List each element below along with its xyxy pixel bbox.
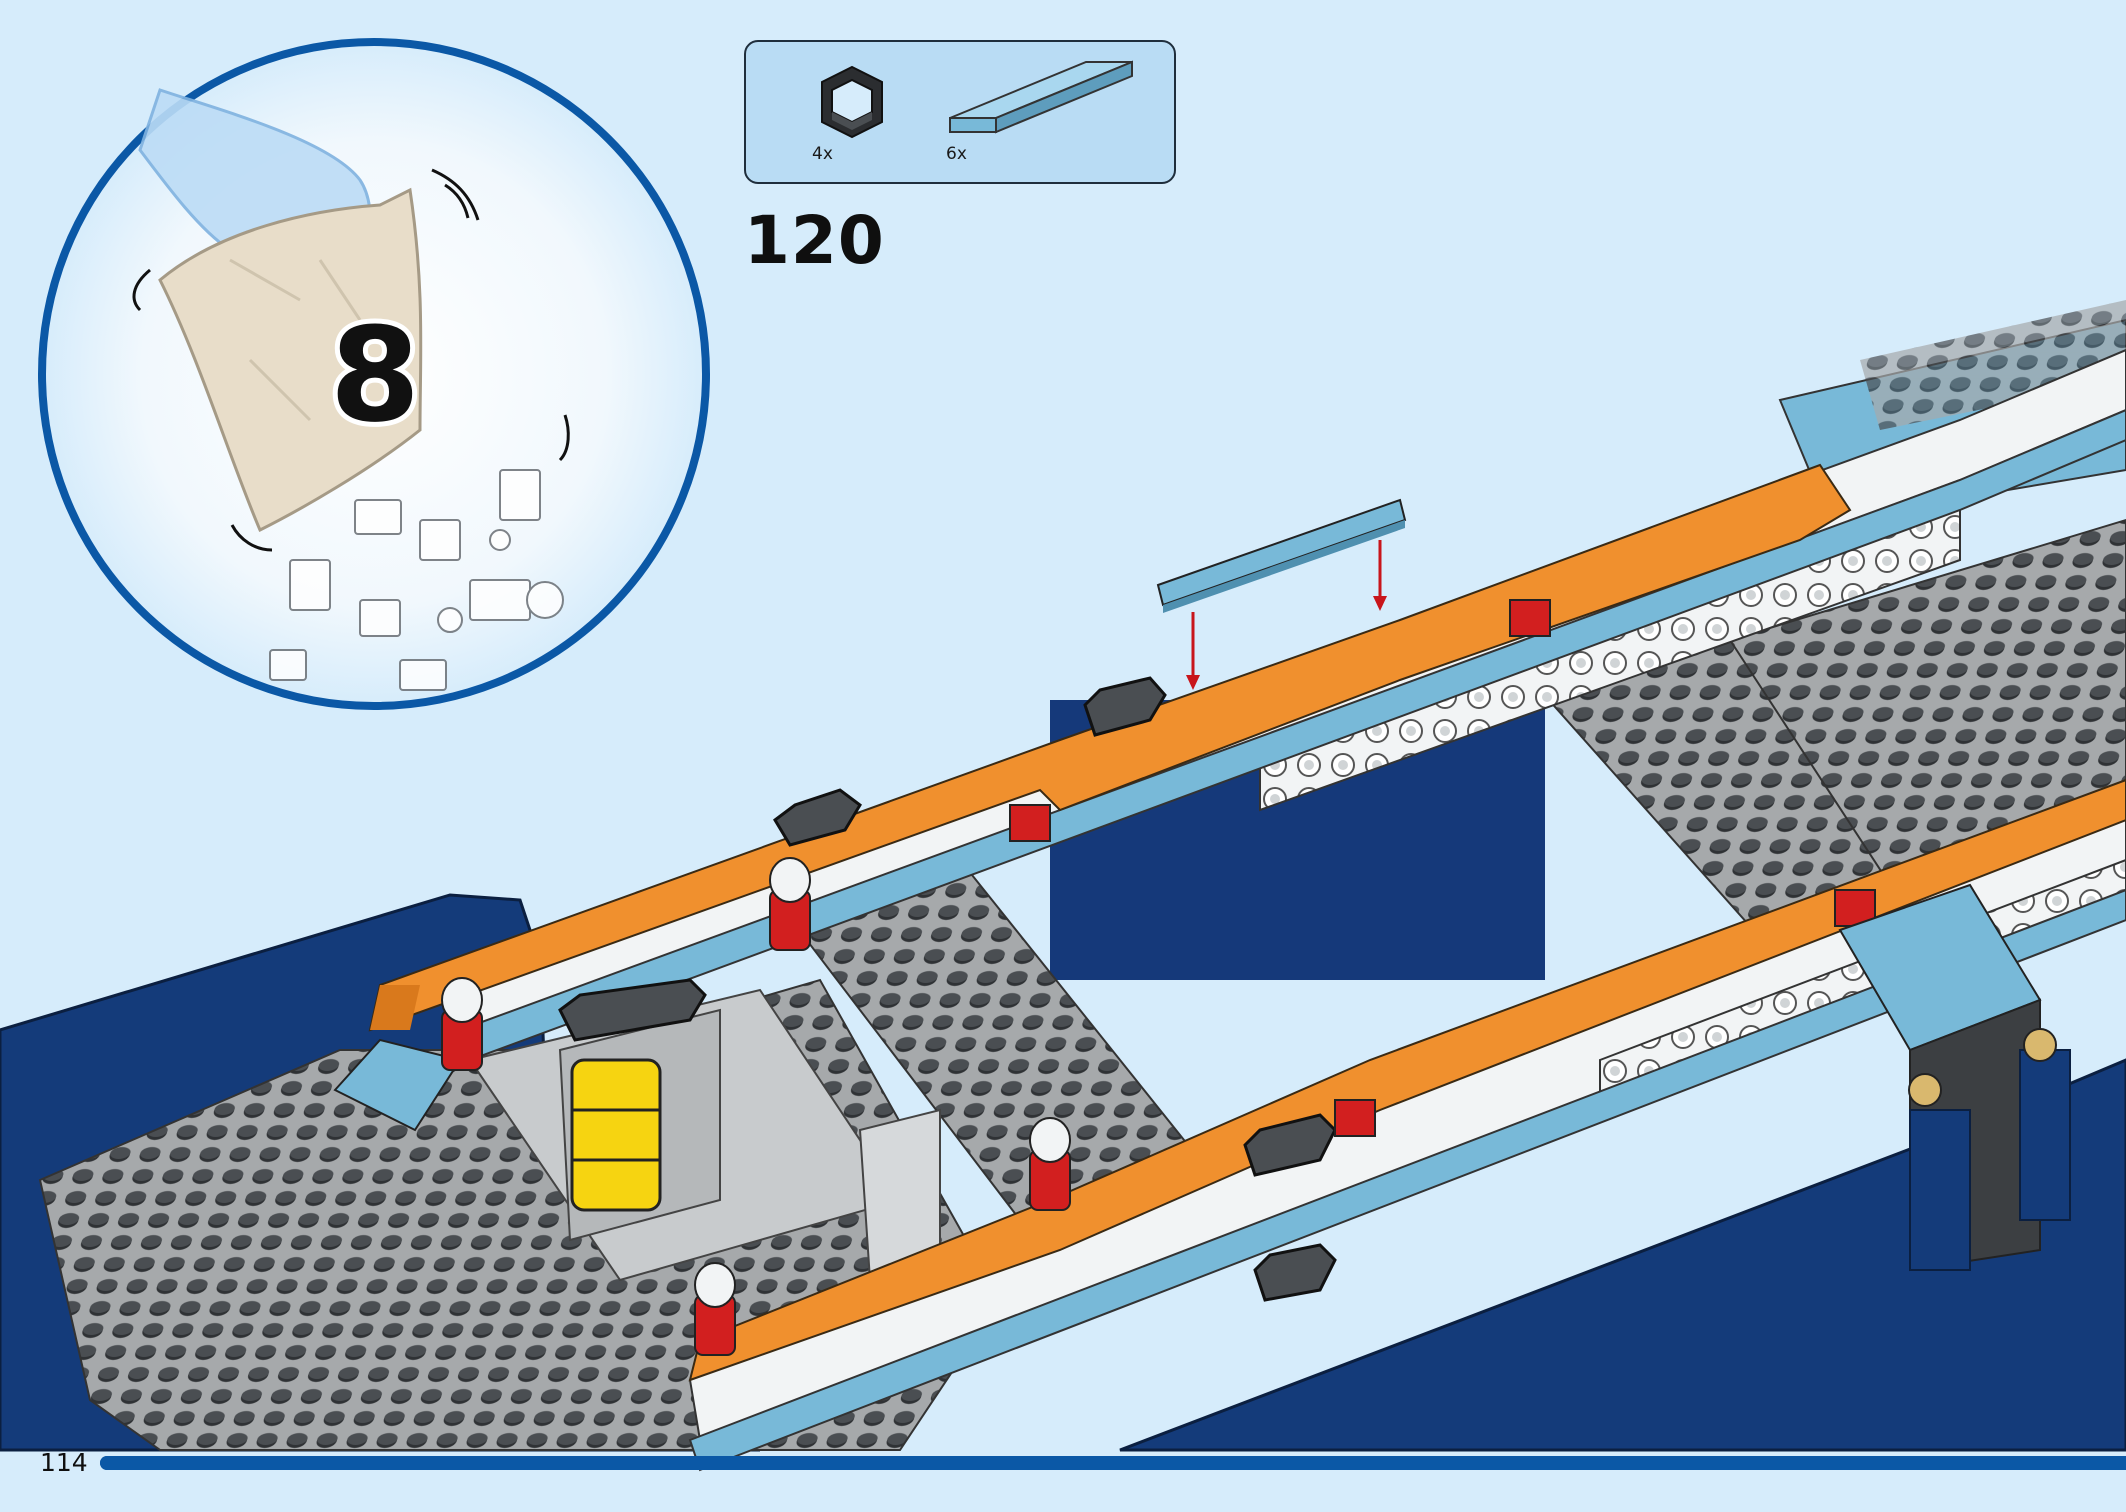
part-qty: 4x [812,144,833,164]
new-tile-assembly [1156,498,1407,690]
handle-plate-icon [821,65,883,139]
bollards [441,857,1071,1356]
bag-callout [38,38,710,710]
front-rail [688,778,2126,1472]
page-progress-bar [100,1456,2126,1470]
page-number: 114 [40,1448,88,1477]
handle-plates [558,676,1337,1302]
yellow-barrels [570,1058,662,1212]
bag-number-text: 8 [330,300,420,450]
tile-1x6-icon [949,60,1133,134]
part-tile-1x6: 6x [946,42,1136,182]
page-progress-fill [100,1456,2126,1470]
red-clips [1009,599,1876,1137]
bag-number-glyph: 8 [325,300,425,450]
part-qty: 6x [946,144,967,164]
azure-bracket [1838,883,2071,1272]
step-number: 120 [744,202,885,279]
part-handle-plate: 4x [812,42,892,182]
parts-list-box: 4x 6x [744,40,1176,184]
bag-number: 8 [300,300,450,450]
